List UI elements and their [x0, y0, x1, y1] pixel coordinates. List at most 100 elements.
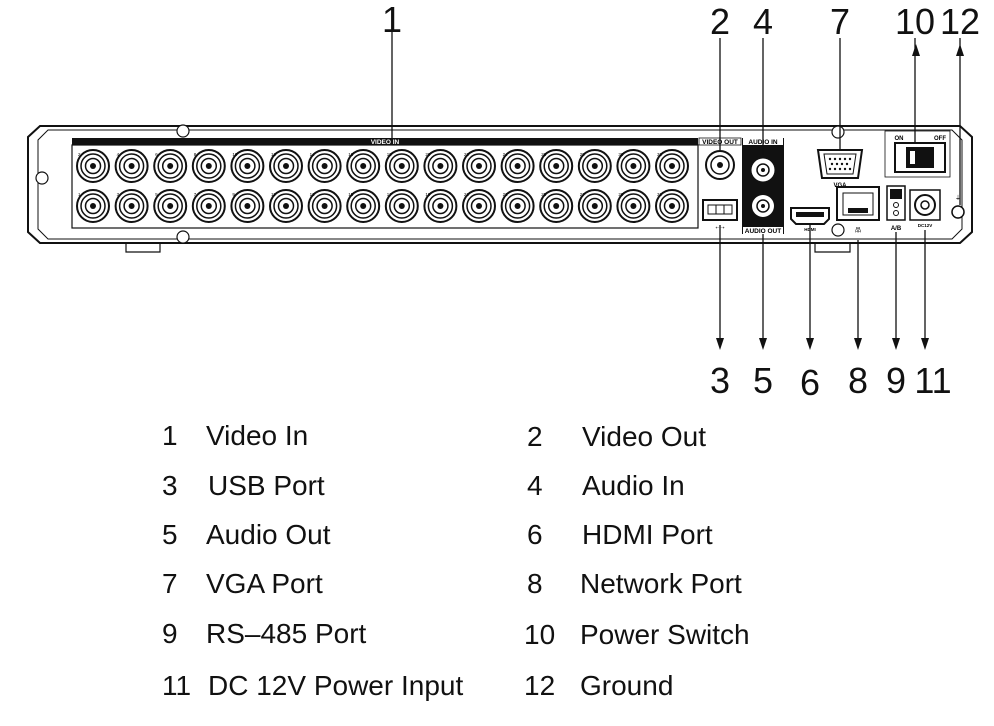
- bnc-video-input[interactable]: 14: [307, 149, 342, 183]
- bnc-video-input[interactable]: 4: [114, 149, 149, 183]
- bnc-channel-number: 20: [425, 152, 431, 157]
- bnc-channel-number: 11: [271, 192, 276, 197]
- bnc-channel-number: 3: [117, 192, 120, 197]
- bnc-video-input[interactable]: 27: [577, 189, 612, 223]
- callout-12: 12: [940, 1, 980, 42]
- bnc-channel-number: 7: [194, 192, 197, 197]
- bnc-video-input[interactable]: 11: [269, 189, 303, 223]
- legend-number: 4: [527, 470, 543, 501]
- rs485-label: A/B: [891, 226, 902, 232]
- bnc-channel-number: 9: [232, 192, 235, 197]
- legend-label: VGA Port: [206, 568, 323, 599]
- legend-number: 8: [527, 568, 543, 599]
- bnc-video-input[interactable]: 2: [76, 149, 110, 183]
- bnc-video-input[interactable]: 1: [76, 189, 110, 223]
- bnc-channel-number: 19: [425, 192, 431, 197]
- legend-item: 2 Video Out: [527, 423, 706, 451]
- callout-numbers: 1 2 4 7 10 12 3 5 6 8 9 11: [382, 0, 980, 403]
- legend-label: Video Out: [582, 421, 707, 452]
- bnc-video-input[interactable]: 30: [616, 149, 651, 183]
- arrow-heads: [716, 44, 964, 350]
- legend-label: Audio Out: [206, 519, 331, 550]
- legend-number: 5: [162, 519, 178, 550]
- bnc-channel-number: 8: [194, 152, 197, 157]
- rs485-port[interactable]: A/B: [886, 185, 906, 232]
- bnc-video-input[interactable]: 10: [230, 149, 265, 183]
- bnc-video-input[interactable]: 20: [423, 149, 458, 183]
- ground-terminal[interactable]: ⏚: [951, 195, 965, 219]
- bnc-channel-number: 4: [117, 152, 120, 157]
- bnc-video-input[interactable]: 19: [423, 189, 458, 223]
- callout-10: 10: [895, 1, 935, 42]
- bnc-channel-number: 26: [541, 152, 547, 157]
- legend-number: 7: [162, 568, 178, 599]
- audio-out-label: AUDIO OUT: [745, 228, 782, 235]
- bnc-channel-number: 14: [310, 152, 316, 157]
- bnc-video-input[interactable]: 22: [462, 149, 496, 183]
- callout-11: 11: [914, 360, 951, 401]
- bnc-video-input[interactable]: 12: [269, 149, 303, 183]
- bnc-channel-number: 32: [657, 152, 663, 157]
- bnc-video-input[interactable]: 13: [307, 189, 342, 223]
- legend-number: 1: [162, 420, 178, 451]
- legend-label: DC 12V Power Input: [208, 670, 464, 701]
- network-port[interactable]: 品: [836, 186, 880, 234]
- bnc-video-input[interactable]: 32: [655, 149, 689, 183]
- legend-label: Ground: [580, 670, 674, 701]
- bnc-video-input[interactable]: 8: [191, 149, 226, 183]
- legend-item: 11 DC 12V Power Input: [162, 672, 463, 700]
- bnc-video-input[interactable]: 25: [539, 189, 574, 223]
- bnc-video-input[interactable]: 15: [346, 189, 381, 223]
- network-icon: 品: [855, 227, 861, 234]
- legend-number: 12: [524, 670, 556, 701]
- legend-number: 2: [527, 421, 543, 452]
- bnc-video-input[interactable]: 29: [616, 189, 651, 223]
- bnc-channel-number: 10: [232, 152, 238, 157]
- legend-label: Audio In: [582, 470, 685, 501]
- bnc-video-input[interactable]: 6: [153, 149, 188, 183]
- bnc-video-input[interactable]: 31: [655, 189, 689, 223]
- legend-label: Power Switch: [580, 619, 750, 650]
- legend-item: 8 Network Port: [527, 570, 742, 598]
- bnc-video-input[interactable]: 16: [346, 149, 381, 183]
- bnc-video-input[interactable]: 7: [191, 189, 226, 223]
- bnc-video-input[interactable]: 9: [230, 189, 265, 223]
- bnc-channel-number: 13: [310, 192, 316, 197]
- bnc-channel-number: 24: [503, 152, 509, 157]
- callout-3: 3: [710, 360, 730, 401]
- bnc-video-input[interactable]: 28: [577, 149, 612, 183]
- legend-item: 5 Audio Out: [162, 521, 331, 549]
- switch-on-label: ON: [895, 136, 904, 142]
- dc-power-input[interactable]: DC12V: [909, 189, 941, 228]
- bnc-channel-number: 27: [580, 192, 586, 197]
- bnc-channel-number: 23: [503, 192, 509, 197]
- legend-label: Video In: [206, 420, 309, 451]
- bnc-video-input[interactable]: 18: [384, 149, 419, 183]
- bnc-video-input[interactable]: 23: [500, 189, 535, 223]
- legend-label: Network Port: [580, 568, 742, 599]
- bnc-video-input[interactable]: 5: [153, 189, 188, 223]
- bnc-channel-number: 6: [155, 152, 158, 157]
- legend-item: 4 Audio In: [527, 472, 685, 500]
- bnc-video-input[interactable]: 24: [500, 149, 535, 183]
- callout-8: 8: [848, 360, 868, 401]
- callout-4: 4: [753, 1, 773, 42]
- legend-number: 3: [162, 470, 178, 501]
- bnc-channel-number: 15: [348, 192, 354, 197]
- callout-2: 2: [710, 1, 730, 42]
- bnc-channel-number: 28: [580, 152, 586, 157]
- power-switch[interactable]: ON OFF: [884, 130, 951, 178]
- legend-number: 11: [162, 670, 192, 701]
- bnc-channel-number: 31: [657, 192, 663, 197]
- dc12v-label: DC12V: [918, 223, 933, 228]
- ground-icon: ⏚: [955, 195, 961, 202]
- bnc-video-input[interactable]: 17: [384, 189, 419, 223]
- callout-5: 5: [753, 360, 773, 401]
- bnc-video-input[interactable]: 26: [539, 149, 574, 183]
- bnc-video-input[interactable]: 21: [462, 189, 496, 223]
- bnc-video-input[interactable]: 3: [114, 189, 149, 223]
- bnc-channel-number: 1: [78, 192, 81, 197]
